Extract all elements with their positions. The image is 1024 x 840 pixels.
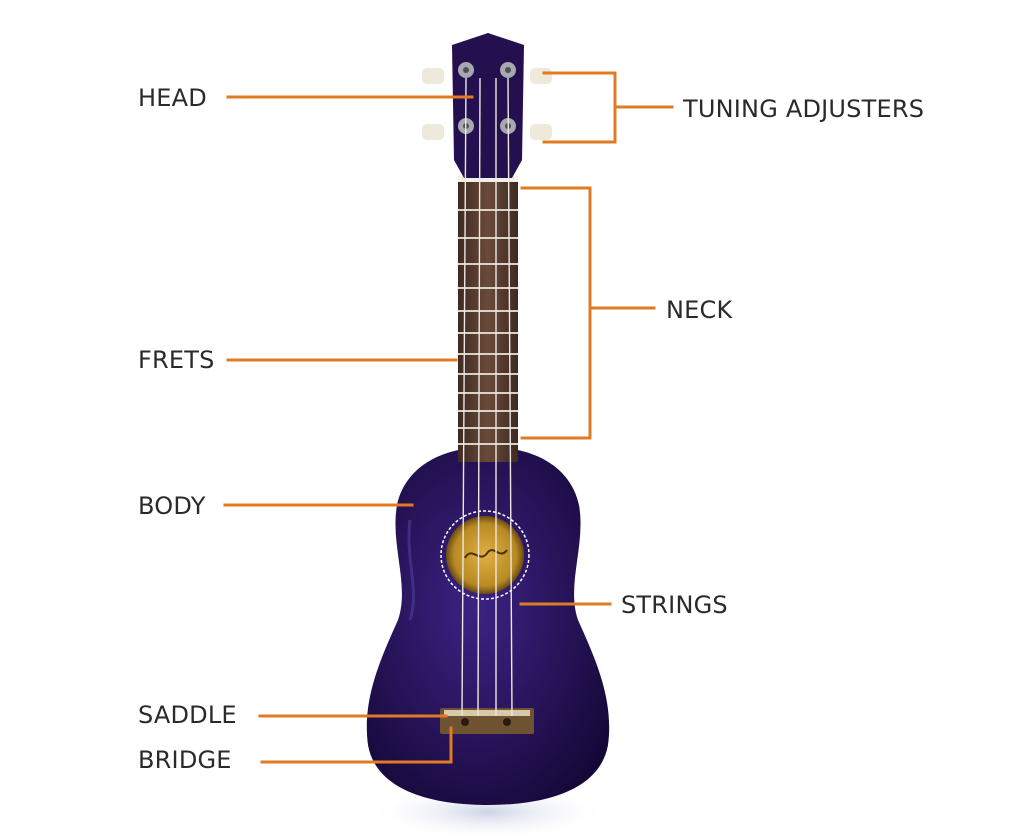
soundhole-logo (464, 549, 508, 559)
leader-tuning-bracket (542, 71, 617, 144)
label-neck: NECK (666, 296, 733, 324)
leader-lines (223, 71, 674, 764)
bridge-pin (461, 718, 469, 726)
strings (461, 77, 513, 717)
soundhole-rosette (440, 510, 530, 600)
fretboard (458, 180, 518, 462)
leader-neck-bracket (520, 186, 592, 440)
ukulele-body (366, 447, 610, 805)
body-highlight (407, 519, 416, 621)
label-saddle: SADDLE (138, 701, 237, 729)
label-head: HEAD (138, 84, 207, 112)
nut (458, 176, 518, 182)
fret-wires (458, 209, 518, 445)
label-body: BODY (138, 492, 206, 520)
label-tuning-adjusters: TUNING ADJUSTERS (683, 95, 925, 123)
label-bridge: BRIDGE (138, 746, 232, 774)
label-strings: STRINGS (621, 591, 728, 619)
label-frets: FRETS (138, 346, 215, 374)
saddle (444, 710, 530, 716)
bridge-pin (503, 718, 511, 726)
leader-bridge (260, 726, 453, 764)
ukulele-headstock (452, 33, 524, 178)
